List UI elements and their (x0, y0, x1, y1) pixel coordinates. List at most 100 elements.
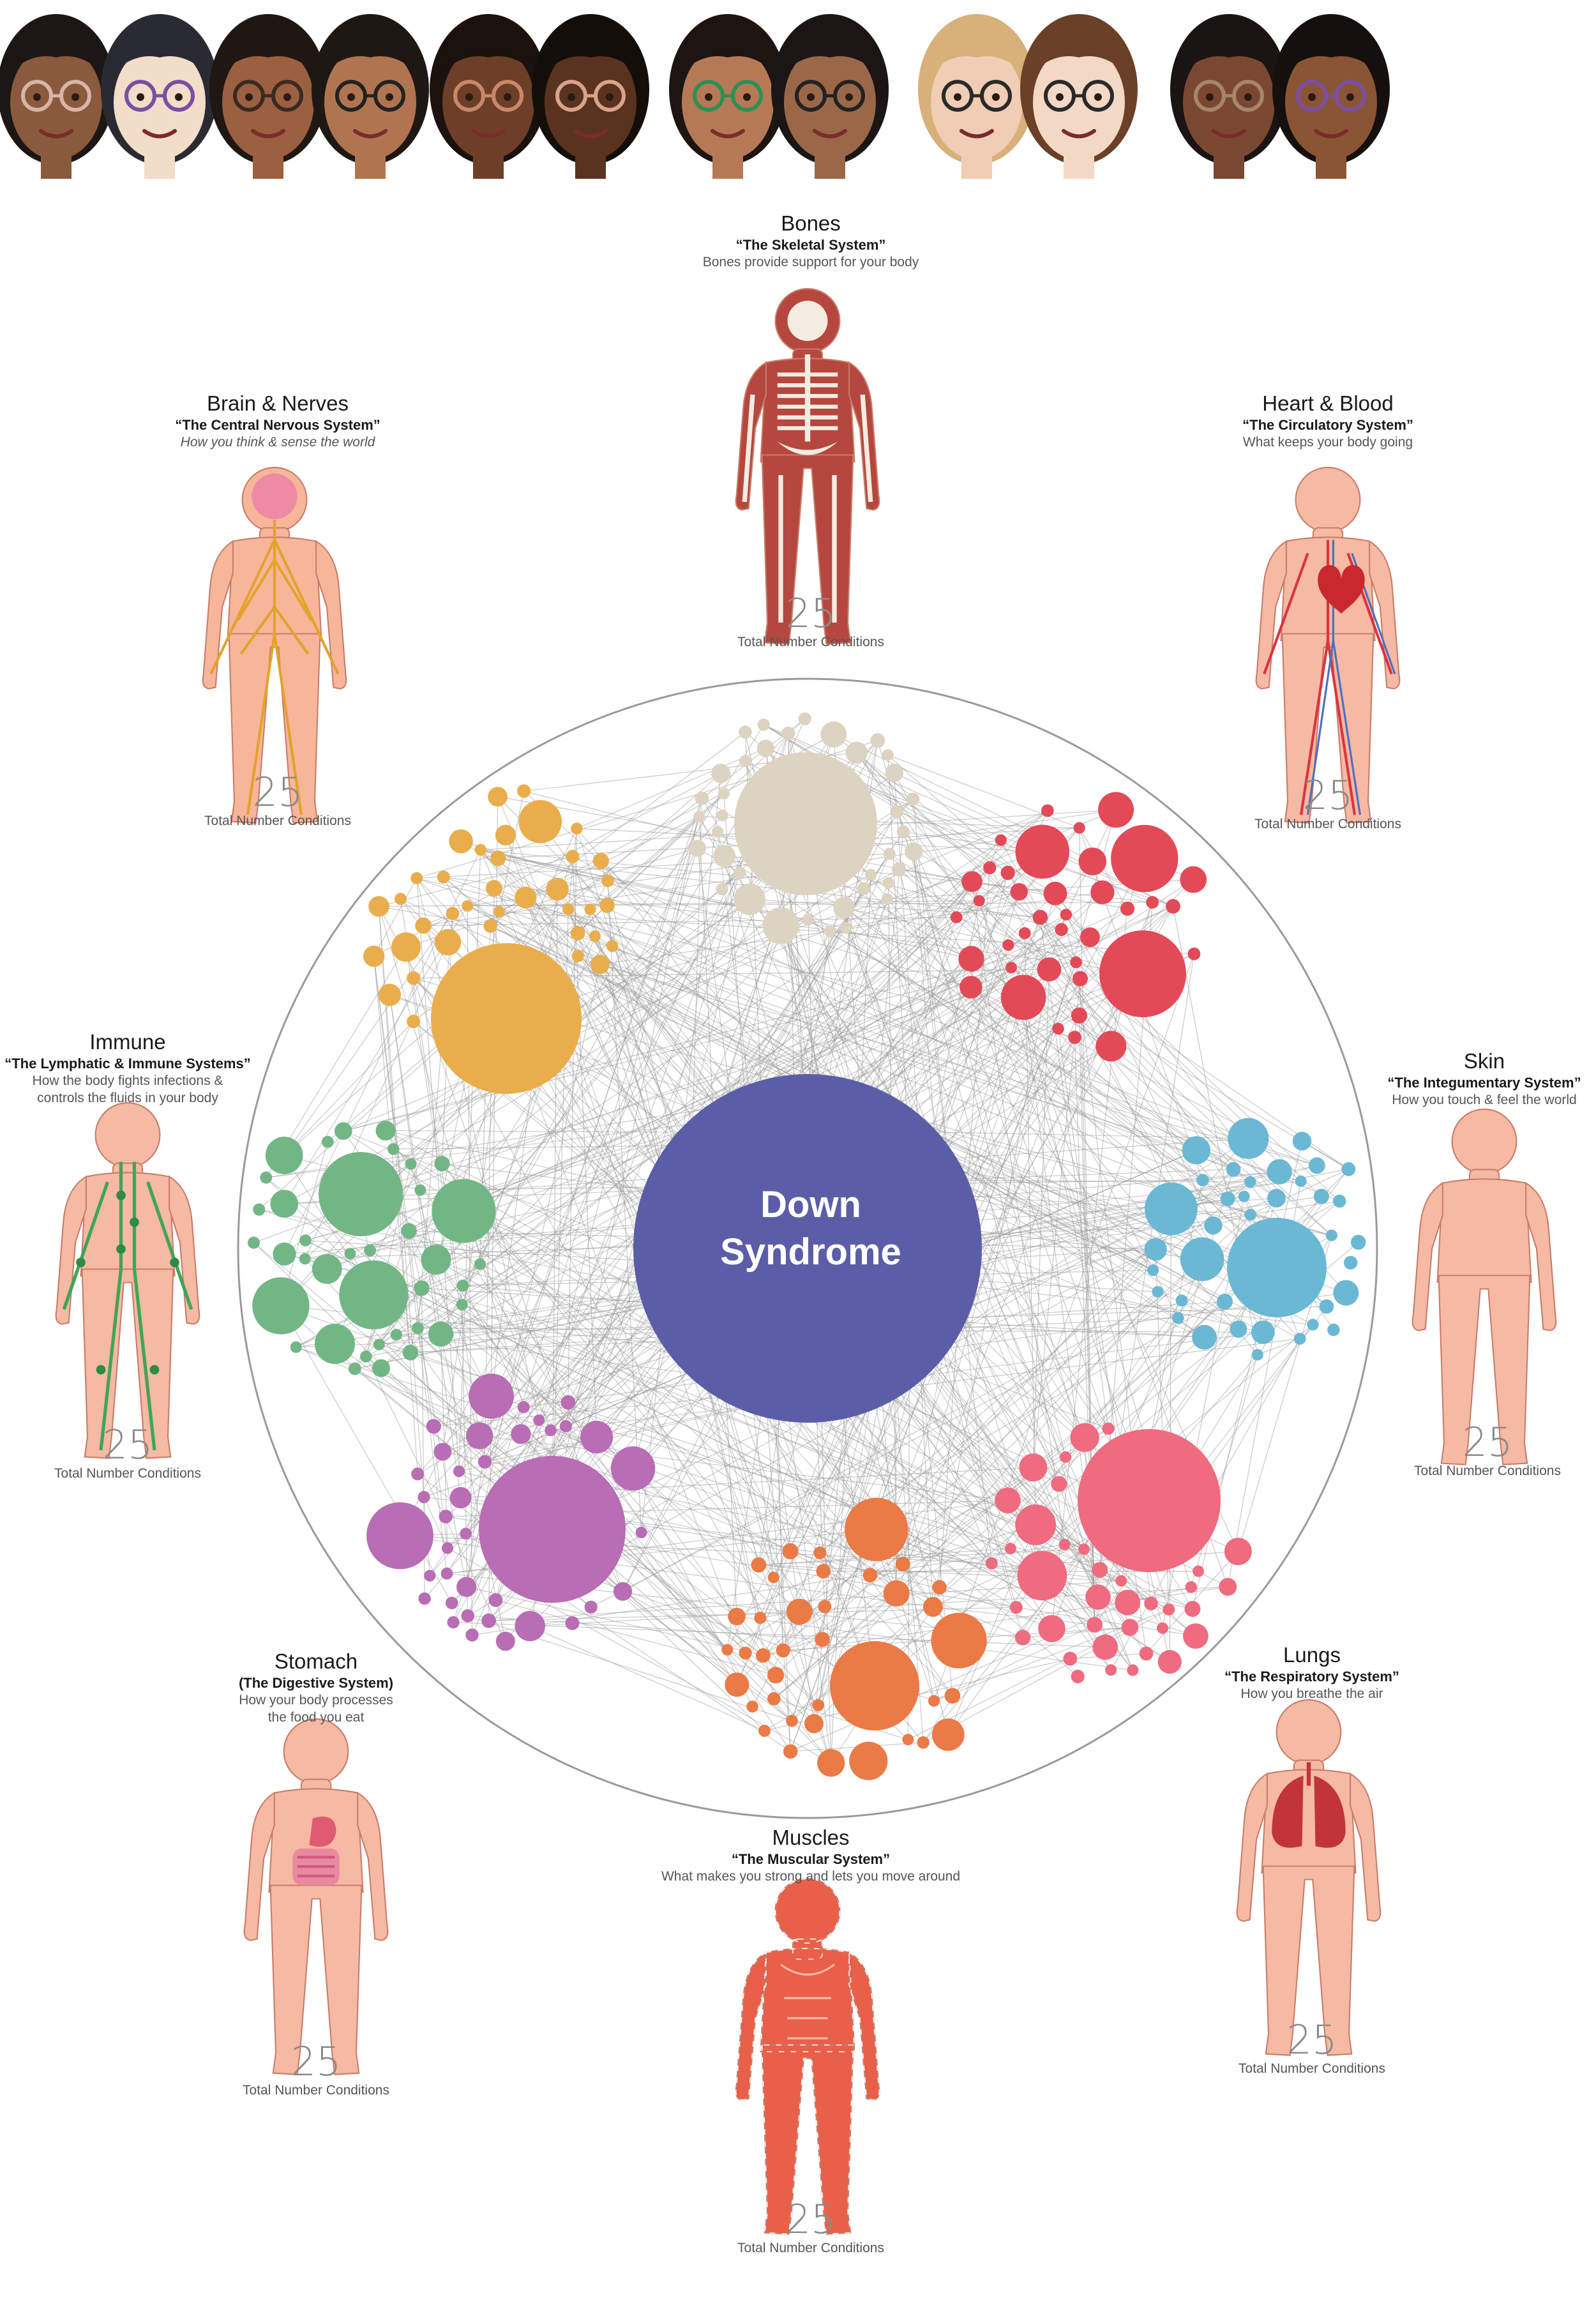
condition-node (1308, 1157, 1325, 1174)
condition-node (767, 1692, 781, 1706)
condition-node (590, 955, 610, 974)
condition-node (1068, 1031, 1081, 1044)
condition-node (1313, 1188, 1329, 1204)
condition-node (757, 739, 775, 757)
condition-node (439, 1510, 453, 1524)
system-description: What keeps your body going (1242, 435, 1413, 450)
condition-node (1019, 1453, 1048, 1482)
system-description: What makes you strong and lets you move … (661, 1869, 961, 1884)
condition-node (1145, 1182, 1198, 1236)
condition-node (433, 1443, 452, 1461)
skeleton-figure (735, 288, 880, 645)
condition-node (412, 1322, 424, 1335)
condition-node (348, 1362, 361, 1375)
condition-node (958, 946, 984, 972)
condition-node (1147, 1264, 1159, 1276)
system-title: Muscles (772, 1826, 850, 1849)
brain-count: 25 Total Number Conditions (144, 773, 412, 830)
condition-node (1351, 1234, 1366, 1250)
condition-node (734, 752, 877, 895)
condition-node (1014, 1630, 1031, 1646)
condition-node (1184, 1601, 1201, 1617)
system-title: Bones (781, 211, 841, 235)
condition-node (1182, 1136, 1211, 1165)
cluster-stomach (366, 1374, 656, 1651)
condition-node (817, 1749, 845, 1777)
condition-node (368, 896, 389, 917)
condition-node (1087, 1617, 1103, 1633)
condition-node (1085, 1584, 1111, 1610)
condition-node (1018, 927, 1031, 939)
condition-node (1063, 1651, 1078, 1666)
condition-count-label: Total Number Conditions (737, 635, 884, 649)
condition-node (411, 1467, 425, 1481)
condition-node (515, 1610, 545, 1642)
condition-node (995, 1487, 1021, 1513)
condition-node (922, 1597, 943, 1617)
condition-node (1319, 1299, 1334, 1314)
condition-node (366, 1502, 433, 1570)
condition-node (402, 1345, 419, 1361)
system-description-line2: the food you eat (267, 1710, 365, 1725)
condition-node (798, 712, 811, 725)
condition-node (1295, 1175, 1307, 1187)
condition-node (414, 1184, 426, 1196)
condition-node (592, 852, 609, 869)
condition-node (426, 1419, 441, 1434)
condition-node (453, 1465, 465, 1478)
condition-node (818, 1600, 832, 1614)
condition-node (584, 904, 596, 915)
cluster-lungs (985, 1422, 1252, 1683)
condition-node (882, 749, 894, 761)
system-title: Heart & Blood (1262, 391, 1394, 415)
condition-node (290, 1341, 302, 1353)
condition-node (1267, 1159, 1292, 1185)
condition-node (1070, 1423, 1099, 1452)
condition-node (566, 849, 580, 863)
condition-node (1005, 962, 1017, 974)
center-label-line2: Syndrome (720, 1231, 901, 1273)
condition-node (270, 1190, 299, 1218)
immune-heading: Immune “The Lymphatic & Immune Systems” … (0, 1029, 262, 1107)
condition-node (950, 911, 963, 923)
bones-heading: Bones “The Skeletal System” Bones provid… (664, 211, 958, 271)
condition-node (1157, 1649, 1182, 1674)
condition-node (812, 1699, 824, 1711)
bones-count: 25 Total Number Conditions (677, 594, 945, 651)
condition-node (1343, 1255, 1358, 1270)
condition-node (589, 930, 601, 942)
condition-node (1219, 1578, 1237, 1596)
portrait-face-icon (209, 14, 327, 179)
condition-count-label: Total Number Conditions (204, 814, 351, 828)
condition-node (786, 1598, 813, 1625)
condition-node (485, 880, 502, 897)
condition-node (1217, 1293, 1233, 1310)
condition-node (511, 1424, 531, 1444)
condition-node (804, 1714, 824, 1734)
condition-node (1180, 866, 1207, 893)
condition-node (845, 1497, 908, 1561)
condition-node (610, 1446, 656, 1491)
condition-node (931, 1718, 965, 1751)
condition-node (1051, 1476, 1067, 1492)
condition-node (488, 1593, 503, 1607)
condition-node (754, 1612, 767, 1624)
cluster-brain (363, 784, 619, 1094)
condition-node (767, 1667, 785, 1684)
condition-node (1187, 947, 1201, 960)
condition-node (783, 1744, 798, 1759)
condition-node (335, 1122, 352, 1140)
condition-node (1267, 1188, 1286, 1208)
condition-node (734, 867, 746, 879)
condition-node (437, 870, 450, 884)
condition-node (449, 829, 473, 854)
lymphatic-figure (55, 1102, 200, 1459)
condition-node (562, 903, 575, 916)
system-title: Stomach (274, 1649, 358, 1673)
network-boundary-ring (237, 678, 1378, 1819)
condition-node (364, 1244, 377, 1257)
condition-node (1060, 1451, 1072, 1463)
condition-node (1307, 1319, 1319, 1331)
condition-node (1102, 1422, 1115, 1435)
condition-node (1041, 804, 1054, 817)
